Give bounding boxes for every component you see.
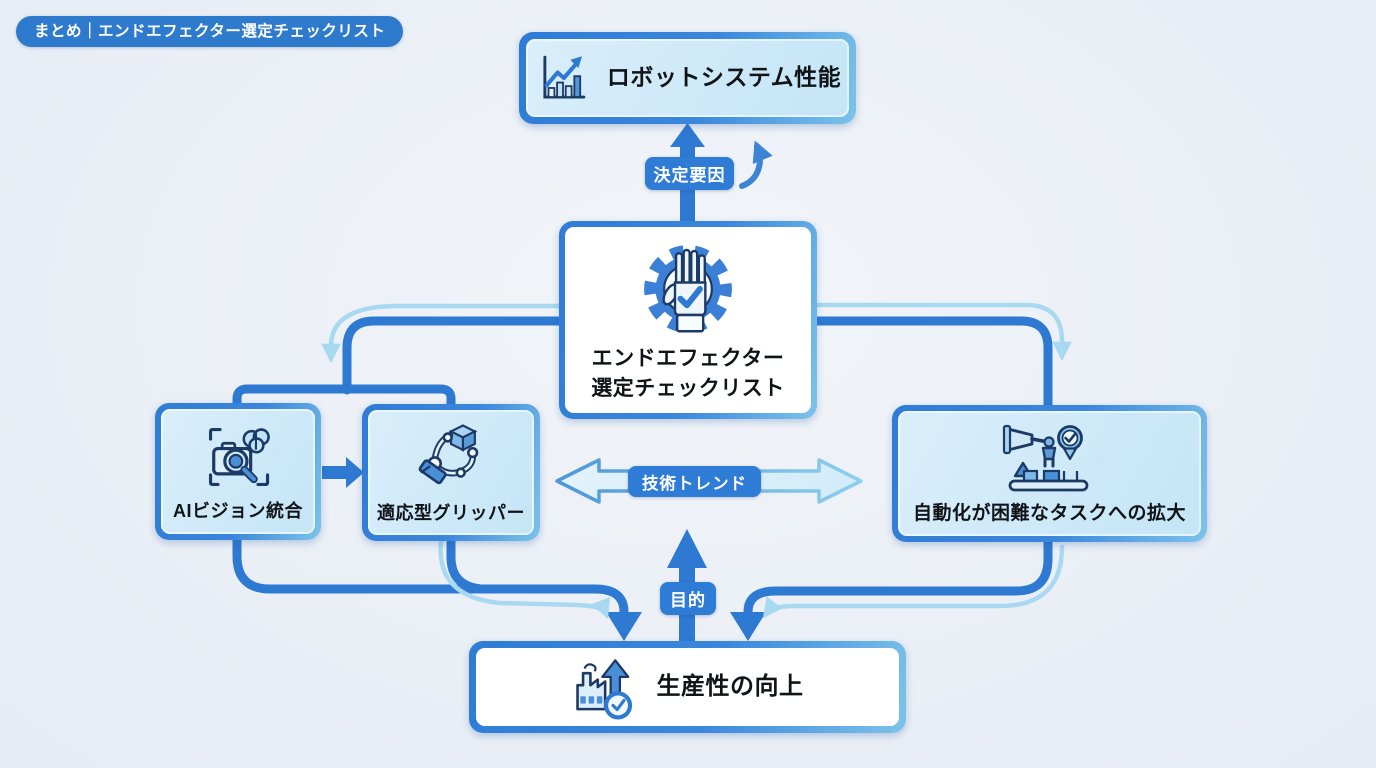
node-label: 適応型グリッパー	[377, 503, 525, 524]
node-difficult-task-expansion: 自動化が困難なタスクへの拡大	[892, 405, 1207, 542]
node-ai-vision: AIビジョン統合	[155, 403, 321, 540]
arrow-light-checklist-to-right	[807, 302, 1072, 362]
title-badge: まとめ｜エンドエフェクター選定チェックリスト	[16, 16, 404, 47]
node-productivity-improvement: 生産性の向上	[469, 641, 906, 733]
arrow-ai-vision-to-gripper	[322, 457, 364, 488]
node-label: 自動化が困難なタスクへの拡大	[912, 502, 1186, 524]
node-label-line2: 選定チェックリスト	[591, 377, 785, 400]
connector-checklist-to-difficult-tasks	[805, 316, 1053, 410]
node-adaptive-gripper: 適応型グリッパー	[362, 404, 540, 541]
factory-growth-icon	[575, 659, 632, 720]
arrow-light-right-to-productivity	[762, 544, 1065, 619]
robot-arm-quality-icon	[1002, 424, 1088, 492]
node-robot-system-performance: ロボットシステム性能	[519, 32, 856, 124]
node-endeffector-checklist: エンドエフェクター 選定チェックリスト	[559, 221, 817, 419]
gear-hand-check-icon	[644, 244, 732, 333]
node-label: ロボットシステム性能	[606, 64, 842, 91]
bar-chart-growth-icon	[543, 55, 586, 99]
edge-label-decision-factor: 決定要因	[645, 157, 734, 190]
arrow-light-checklist-to-left	[321, 303, 569, 364]
edge-label-purpose: 目的	[660, 582, 716, 615]
node-label-line1: エンドエフェクター	[591, 346, 785, 370]
arrow-light-left-to-productivity	[438, 539, 611, 620]
robot-gripper-icon	[418, 424, 479, 485]
arrowhead-left-to-productivity	[606, 612, 642, 641]
edge-label-tech-trend: 技術トレンド	[628, 466, 761, 497]
connector-left-group-to-productivity	[232, 533, 629, 621]
arrowhead-right-to-productivity	[730, 612, 766, 641]
camera-ai-vision-icon	[208, 428, 270, 487]
node-label: AIビジョン統合	[173, 501, 303, 522]
connector-difficult-tasks-to-productivity	[743, 536, 1053, 621]
node-label: 生産性の向上	[656, 672, 804, 700]
connector-checklist-to-left-group	[232, 316, 571, 410]
